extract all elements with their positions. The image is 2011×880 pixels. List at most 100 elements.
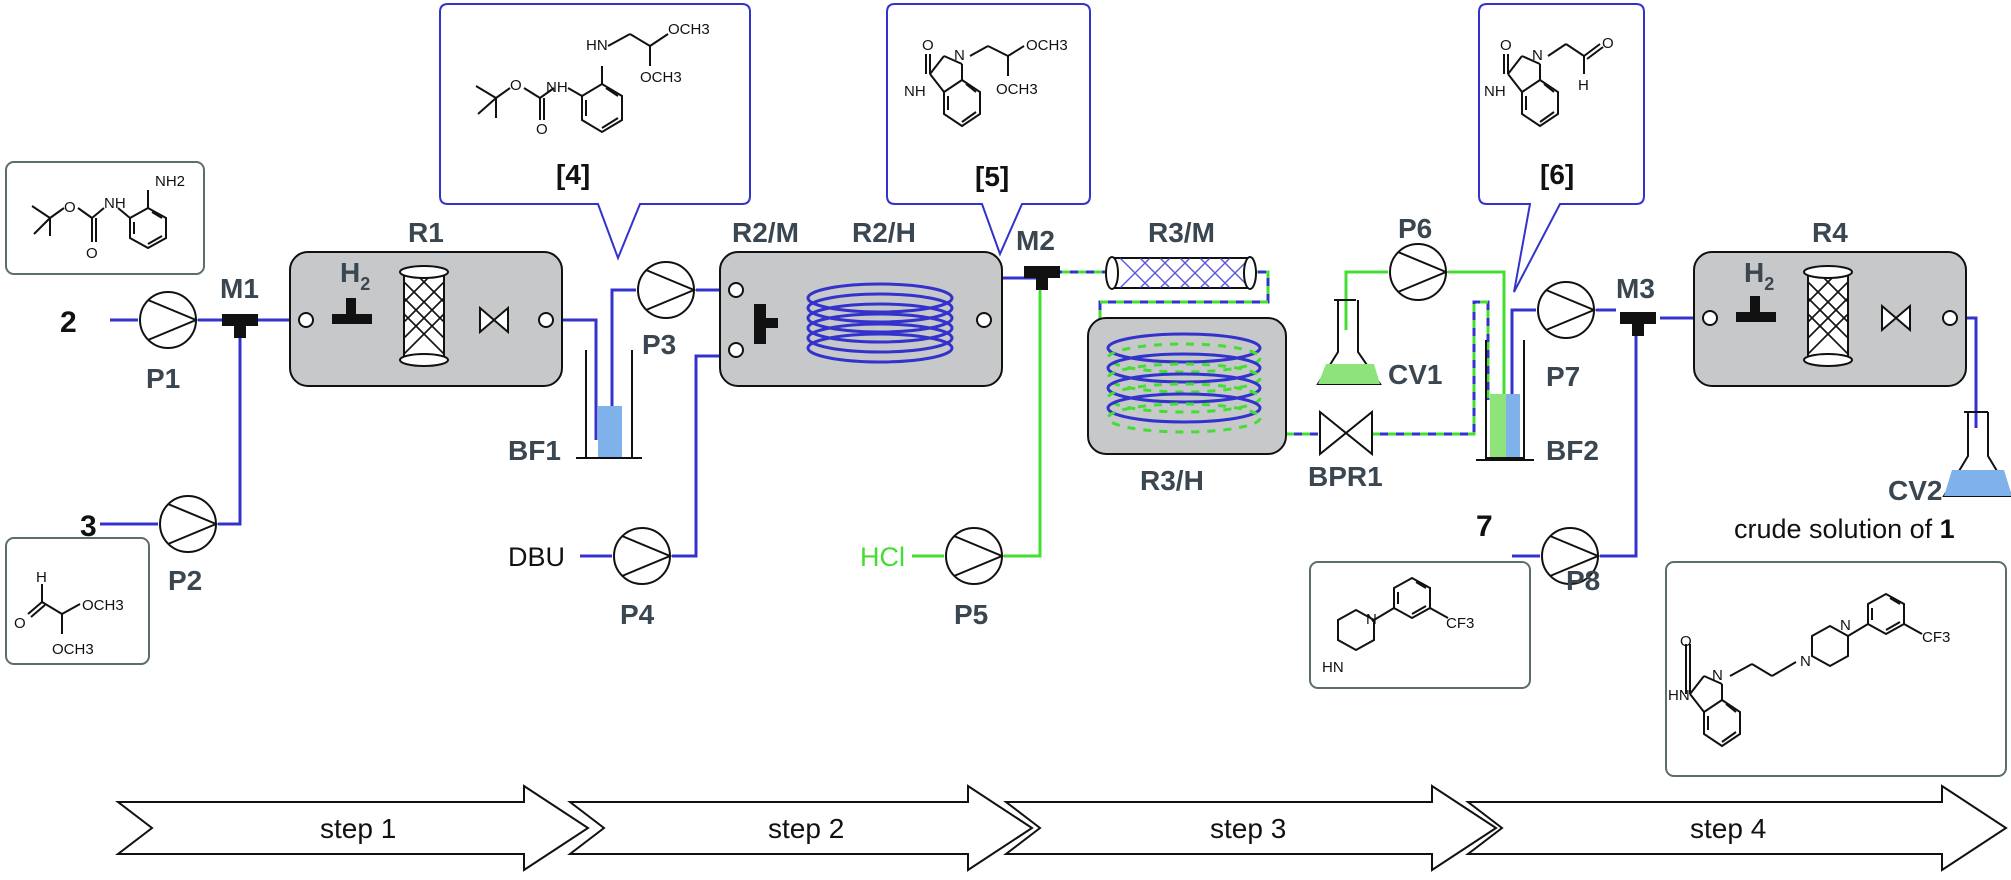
mixer-m2-label: M2 <box>1016 225 1055 256</box>
o-label: O <box>64 199 76 216</box>
step-3-label: step 3 <box>1210 813 1286 844</box>
structure-box-compound-7 <box>1309 561 1531 689</box>
hn-label: HN <box>1668 687 1690 704</box>
o-label: O <box>1602 35 1614 52</box>
och3-label: OCH3 <box>52 641 94 658</box>
mixer-m2: M2 <box>1016 225 1060 290</box>
h-label: H <box>36 569 47 586</box>
pump-p7-label: P7 <box>1546 361 1580 392</box>
nh-label: NH <box>104 195 126 212</box>
feed-7-label: 7 <box>1476 510 1493 543</box>
h2-label: H2 <box>340 257 370 294</box>
reactor-r1: H2 R1 <box>289 217 563 387</box>
bf1-label: BF1 <box>508 435 561 466</box>
step-2-arrow <box>567 784 1034 872</box>
step-4-arrow <box>1465 784 2008 872</box>
mixer-m1: M1 <box>220 273 259 338</box>
o-label: O <box>922 37 934 54</box>
collection-vessel-cv2: CV2 <box>1888 411 2011 506</box>
pump-p5: P5 <box>945 527 1005 630</box>
valve-icon <box>1881 303 1911 333</box>
pump-p8: P8 <box>1541 527 1601 596</box>
o-label: O <box>1680 633 1692 650</box>
coil-icon <box>806 282 954 364</box>
step-1-arrow <box>115 784 590 872</box>
compound-4-structure <box>475 33 669 134</box>
n-label: N <box>954 47 965 64</box>
o-label: O <box>510 77 522 94</box>
cf3-label: CF3 <box>1446 615 1474 632</box>
n-label: N <box>1532 47 1543 64</box>
coil-icon <box>1106 332 1262 434</box>
o-label: O <box>536 121 548 138</box>
n-label: N <box>1366 611 1377 628</box>
pump-p4-label: P4 <box>620 599 655 630</box>
pump-p1: P1 <box>139 291 199 394</box>
cv2-label: CV2 <box>1888 475 1942 506</box>
feed-3-label: 3 <box>80 510 97 543</box>
callout-intermediate-4: [4] <box>439 3 751 261</box>
pump-p3-label: P3 <box>642 329 676 360</box>
cv1-label: CV1 <box>1388 359 1442 390</box>
pump-p6: P6 <box>1389 213 1449 301</box>
bpr1-label: BPR1 <box>1308 461 1383 492</box>
pump-p2: P2 <box>159 495 219 596</box>
pump-p2-label: P2 <box>168 565 202 596</box>
compound-3-structure <box>27 584 81 634</box>
step-4-label: step 4 <box>1690 813 1766 844</box>
h2-injector <box>332 314 372 324</box>
back-pressure-regulator-bpr1: BPR1 <box>1308 409 1383 492</box>
mixer-m3-label: M3 <box>1616 273 1655 304</box>
nh-label: NH <box>1484 83 1506 100</box>
n-label: N <box>1800 653 1811 670</box>
step-2-label: step 2 <box>768 813 844 844</box>
intermediate-5-label: [5] <box>975 161 1009 192</box>
compound-7-structure <box>1337 576 1449 652</box>
collection-vessel-cv1: CV1 <box>1316 299 1442 390</box>
r3-mixer-cartridge <box>1111 257 1251 289</box>
h-label: H <box>1578 77 1589 94</box>
nh-label: NH <box>546 79 568 96</box>
structure-box-compound-2 <box>5 161 205 275</box>
intermediate-6-label: [6] <box>1540 159 1574 190</box>
reactor-r3h-label: R3/H <box>1140 465 1204 496</box>
reactor-r4-label: R4 <box>1812 217 1848 248</box>
nh-label: NH <box>904 83 926 100</box>
h2-injector <box>1736 312 1776 322</box>
pump-p6-label: P6 <box>1398 213 1432 244</box>
mixer-m3: M3 <box>1616 273 1656 336</box>
reactor-r2m-label: R2/M <box>732 217 799 248</box>
bf2-label: BF2 <box>1546 435 1599 466</box>
reactor-r4: H2 R4 <box>1693 217 1967 387</box>
callout-intermediate-6: [6] <box>1478 3 1645 293</box>
och3-label: OCH3 <box>82 597 124 614</box>
compound-6-structure <box>1503 43 1604 128</box>
intermediate-4-label: [4] <box>556 159 590 190</box>
och3-label: OCH3 <box>640 69 682 86</box>
reactor-r2h-label: R2/H <box>852 217 916 248</box>
och3-label: OCH3 <box>996 81 1038 98</box>
compound-1-structure <box>1685 592 1923 748</box>
structure-box-compound-3 <box>5 537 150 665</box>
valve-icon <box>479 305 509 335</box>
reactor-r3: R3/M R3/H <box>1087 217 1287 496</box>
compound-2-structure <box>31 190 167 250</box>
h2-label: H2 <box>1744 257 1774 294</box>
feed-2-label: 2 <box>60 306 77 339</box>
n-label: N <box>1712 667 1723 684</box>
o-label: O <box>86 245 98 262</box>
reactor-r1-label: R1 <box>408 217 444 248</box>
callout-intermediate-5: [5] <box>886 3 1091 257</box>
pump-p1-label: P1 <box>146 363 180 394</box>
hn-label: HN <box>1322 659 1344 676</box>
pump-p4: P4 <box>613 527 673 630</box>
pump-p3: P3 <box>637 261 697 360</box>
structure-box-compound-1 <box>1665 561 2007 777</box>
step-arrows: step 1 step 2 step 3 step 4 <box>115 784 2008 872</box>
reactor-r3m-label: R3/M <box>1148 217 1215 248</box>
pump-p8-label: P8 <box>1566 565 1600 596</box>
pump-p7: P7 <box>1537 281 1597 392</box>
compound-5-structure <box>925 45 1025 128</box>
product-label: crude solution of 1 <box>1734 514 1955 544</box>
